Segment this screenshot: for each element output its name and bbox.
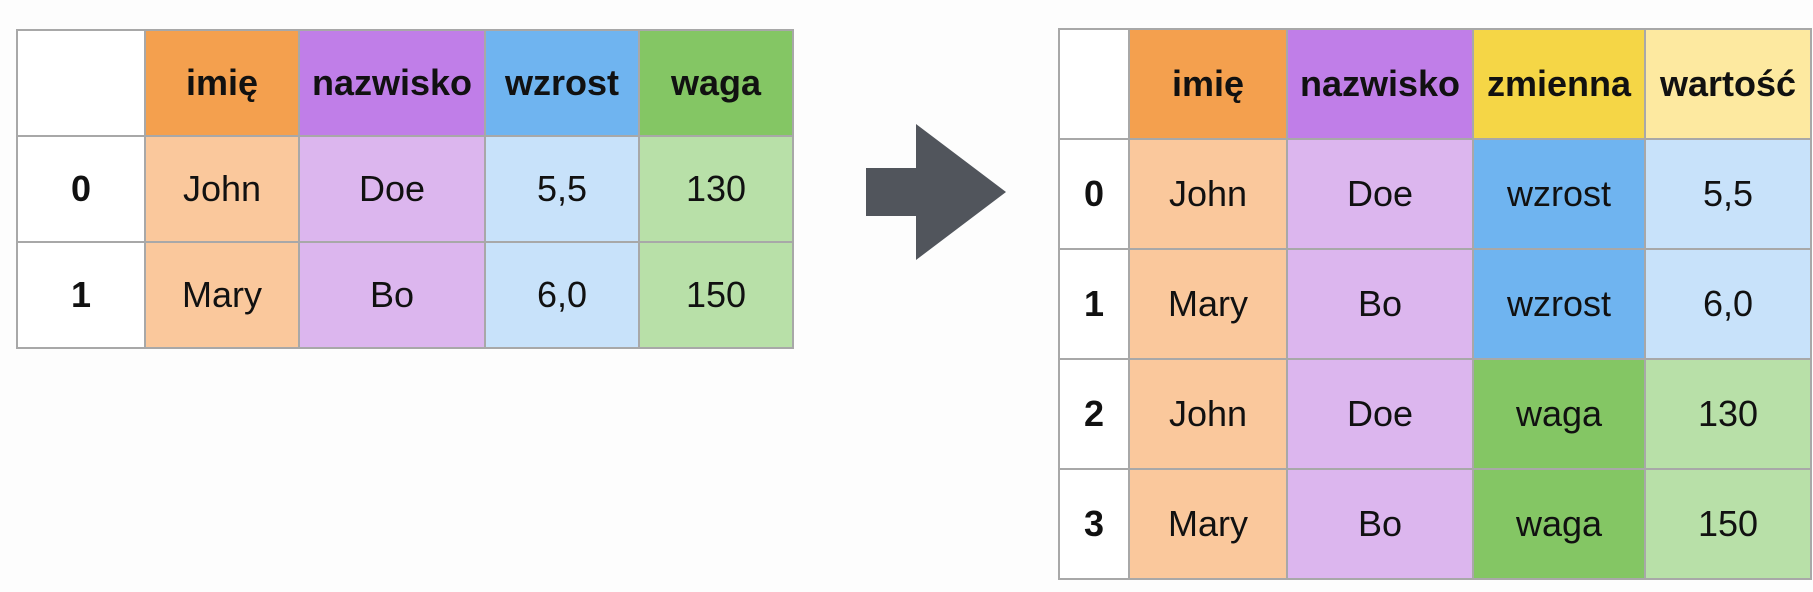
right-corner-cell — [1058, 28, 1130, 140]
cell-zmienna: wzrost — [1472, 138, 1646, 250]
row-index: 1 — [1058, 248, 1130, 360]
left-corner-cell — [16, 29, 146, 137]
left-table-header-row: imię nazwisko wzrost waga — [16, 29, 794, 137]
cell-nazwisko: Doe — [1286, 358, 1474, 470]
cell-nazwisko: Doe — [1286, 138, 1474, 250]
cell-wartosc: 6,0 — [1644, 248, 1812, 360]
cell-nazwisko: Bo — [1286, 468, 1474, 580]
row-index: 1 — [16, 241, 146, 349]
left-header-waga: waga — [638, 29, 794, 137]
right-header-nazwisko: nazwisko — [1286, 28, 1474, 140]
cell-zmienna: waga — [1472, 358, 1646, 470]
row-index: 0 — [16, 135, 146, 243]
left-header-nazwisko: nazwisko — [298, 29, 486, 137]
table-row: 1 Mary Bo wzrost 6,0 — [1058, 248, 1812, 360]
table-row: 1 Mary Bo 6,0 150 — [16, 241, 794, 349]
cell-imie: Mary — [1128, 468, 1288, 580]
left-header-imie: imię — [144, 29, 300, 137]
table-row: 0 John Doe wzrost 5,5 — [1058, 138, 1812, 250]
cell-nazwisko: Bo — [298, 241, 486, 349]
left-header-wzrost: wzrost — [484, 29, 640, 137]
cell-wartosc: 150 — [1644, 468, 1812, 580]
table-row: 0 John Doe 5,5 130 — [16, 135, 794, 243]
table-row: 3 Mary Bo waga 150 — [1058, 468, 1812, 580]
row-index: 2 — [1058, 358, 1130, 470]
right-header-wartosc: wartość — [1644, 28, 1812, 140]
cell-wartosc: 130 — [1644, 358, 1812, 470]
cell-wzrost: 6,0 — [484, 241, 640, 349]
right-arrow-icon — [866, 124, 1006, 260]
cell-imie: John — [1128, 358, 1288, 470]
right-long-table: imię nazwisko zmienna wartość 0 John Doe… — [1058, 28, 1812, 580]
row-index: 3 — [1058, 468, 1130, 580]
right-table-header-row: imię nazwisko zmienna wartość — [1058, 28, 1812, 140]
cell-imie: John — [144, 135, 300, 243]
cell-nazwisko: Bo — [1286, 248, 1474, 360]
cell-nazwisko: Doe — [298, 135, 486, 243]
cell-zmienna: waga — [1472, 468, 1646, 580]
cell-wartosc: 5,5 — [1644, 138, 1812, 250]
row-index: 0 — [1058, 138, 1130, 250]
cell-waga: 130 — [638, 135, 794, 243]
cell-zmienna: wzrost — [1472, 248, 1646, 360]
cell-wzrost: 5,5 — [484, 135, 640, 243]
table-row: 2 John Doe waga 130 — [1058, 358, 1812, 470]
left-wide-table: imię nazwisko wzrost waga 0 John Doe 5,5… — [16, 29, 794, 349]
cell-imie: John — [1128, 138, 1288, 250]
cell-waga: 150 — [638, 241, 794, 349]
right-header-zmienna: zmienna — [1472, 28, 1646, 140]
cell-imie: Mary — [144, 241, 300, 349]
right-header-imie: imię — [1128, 28, 1288, 140]
cell-imie: Mary — [1128, 248, 1288, 360]
